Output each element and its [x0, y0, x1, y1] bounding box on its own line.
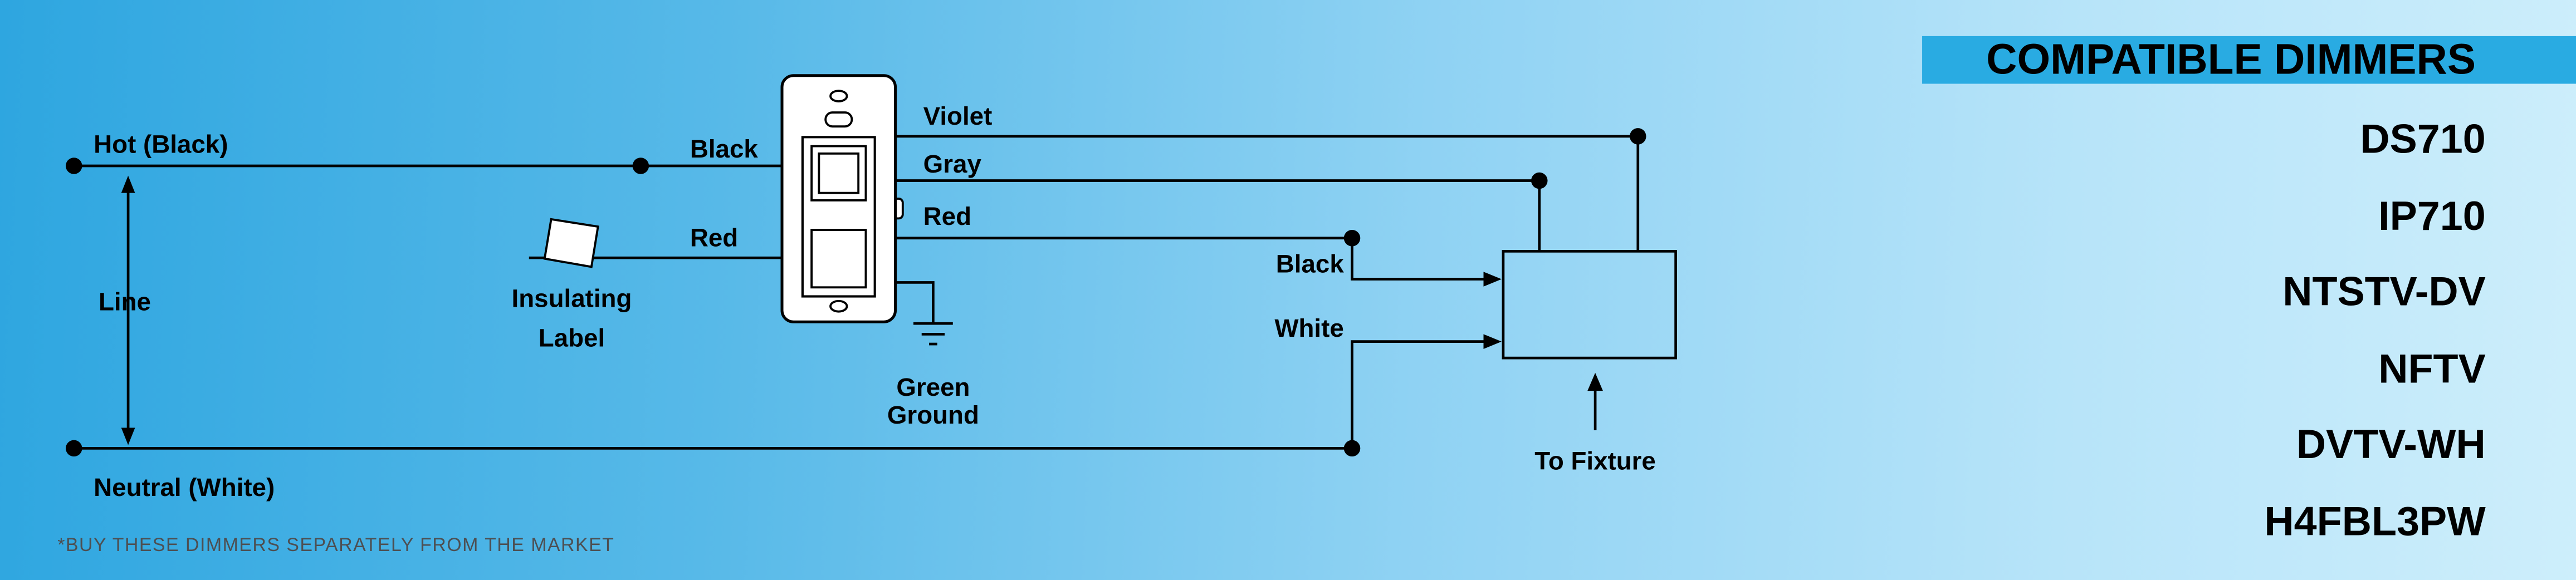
hot-label: Hot (Black)	[94, 130, 228, 158]
hot-wire-junction-dot	[65, 158, 82, 174]
dimmer-switch	[780, 74, 904, 323]
dimmer-model-item: IP710	[2378, 193, 2486, 239]
dimmer-model-item: DVTV-WH	[2296, 421, 2486, 467]
gray-label: Gray	[923, 150, 982, 178]
switch-top-screw	[829, 90, 848, 102]
dimmer-model-item: NFTV	[2378, 345, 2485, 391]
footnote-text: *BUY THESE DIMMERS SEPARATELY FROM THE M…	[57, 534, 614, 556]
white-to-fixture-wire	[1351, 334, 1502, 449]
red-input-label: Red	[690, 224, 738, 252]
violet-label: Violet	[923, 102, 993, 130]
dimmer-model-item: NTSTV-DV	[2282, 268, 2486, 314]
insulating-label-flag	[543, 218, 599, 268]
black-fixture-label: Black	[1276, 250, 1345, 278]
neutral-label: Neutral (White)	[94, 473, 275, 502]
green-ground-label-line1: Green	[896, 373, 970, 401]
black-input-label: Black	[690, 135, 759, 163]
violet-wire-corner-dot	[1630, 128, 1646, 145]
red-wire-corner-dot	[1343, 230, 1361, 247]
panel-title: COMPATIBLE DIMMERS	[1986, 36, 2476, 83]
insulating-label-line2: Label	[539, 323, 605, 352]
dimmer-model-item: DS710	[2360, 115, 2485, 161]
violet-wire	[887, 128, 1646, 252]
white-wire-arrowhead	[1483, 334, 1502, 349]
compatible-dimmers-panel: COMPATIBLE DIMMERS DS710 IP710 NTSTV-DV …	[1922, 36, 2576, 544]
line-label: Line	[99, 288, 151, 316]
gray-wire-corner-dot	[1531, 172, 1548, 189]
red-output-label: Red	[923, 202, 971, 230]
dimmer-model-item: H4FBL3PW	[2264, 498, 2486, 544]
switch-bottom-screw	[829, 299, 848, 313]
gray-wire	[887, 172, 1548, 252]
panel-header-bar	[1922, 36, 2576, 84]
insulating-label-line1: Insulating	[512, 284, 632, 313]
red-output-to-fixture-black-wire	[887, 230, 1502, 287]
hot-wire-splice-dot	[632, 158, 649, 174]
ground-symbol	[893, 281, 953, 346]
line-span-arrow	[121, 175, 135, 445]
neutral-wire-junction-dot	[65, 440, 82, 457]
fixture-box	[1502, 250, 1677, 360]
switch-top-slot	[824, 111, 853, 128]
to-fixture-arrow	[1587, 372, 1603, 430]
to-fixture-label: To Fixture	[1534, 447, 1656, 475]
black-wire-arrowhead	[1483, 272, 1502, 287]
green-ground-label-line2: Ground	[887, 401, 979, 429]
switch-rocker-top-inner	[818, 152, 860, 194]
white-fixture-label: White	[1274, 314, 1343, 342]
hot-wire	[65, 158, 784, 174]
switch-rocker-bottom	[810, 229, 867, 289]
neutral-wire	[65, 440, 1361, 457]
